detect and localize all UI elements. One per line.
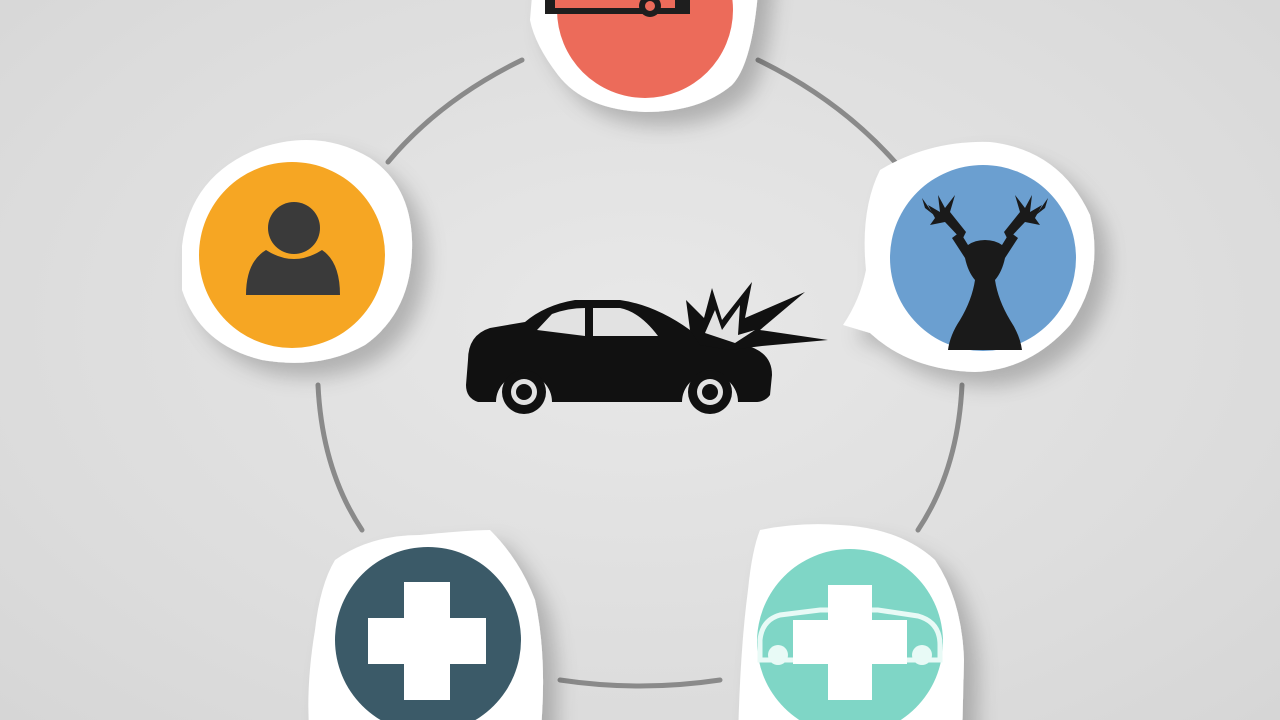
connector-bottom (557, 677, 723, 689)
medical-car-icon (757, 585, 943, 700)
medical-cross-icon (368, 582, 486, 700)
connector-top-right (755, 57, 898, 165)
connector-right-bottom (915, 382, 965, 533)
connector-ring (315, 57, 965, 689)
truck-icon (545, 0, 690, 17)
deer-icon (922, 195, 1048, 350)
badge-top-circle (557, 0, 733, 98)
badge-left-circle (199, 162, 385, 348)
person-icon (246, 202, 340, 295)
connector-left-bottom (315, 382, 365, 533)
connector-top-left (385, 57, 525, 165)
car-crash-icon (466, 282, 828, 414)
